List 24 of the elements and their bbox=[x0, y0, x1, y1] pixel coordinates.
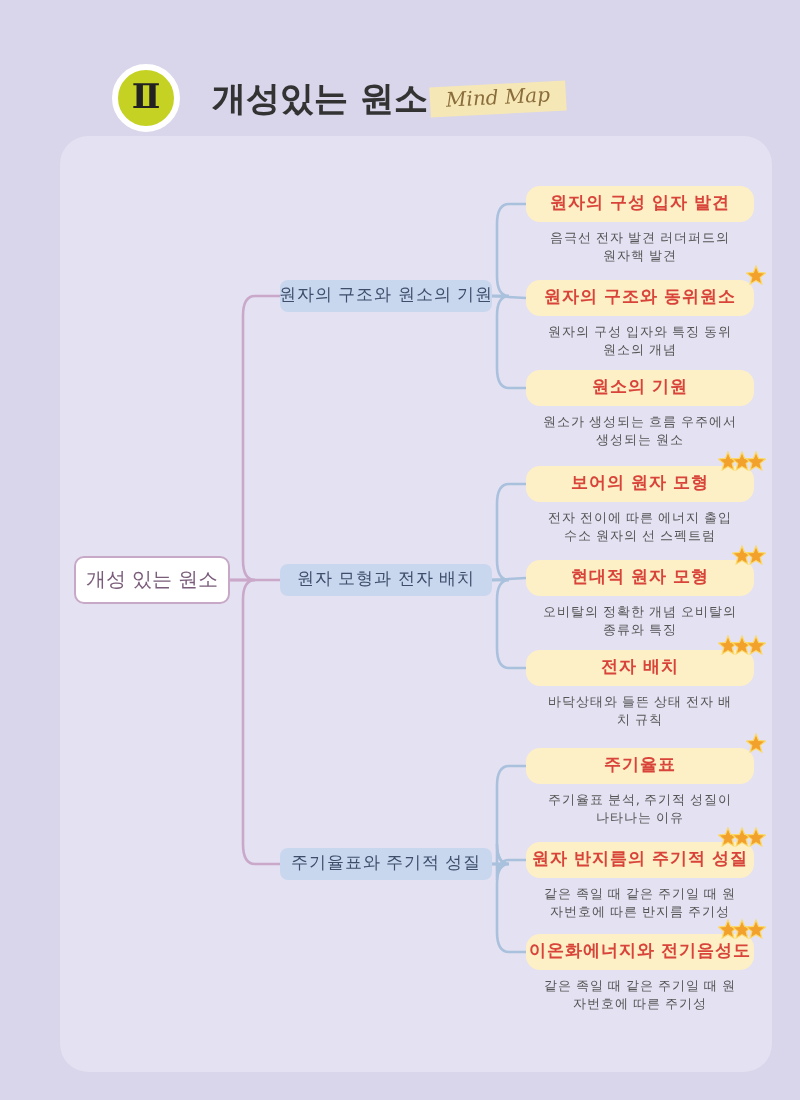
connector-line bbox=[492, 578, 526, 670]
topic-box: 원자 반지름의 주기적 성질 bbox=[526, 842, 754, 878]
chapter-badge: Ⅱ bbox=[112, 64, 180, 132]
topic-box: 주기율표 bbox=[526, 748, 754, 784]
topic-box: 전자 배치 bbox=[526, 650, 754, 686]
topic-box: 원소의 기원 bbox=[526, 370, 754, 406]
connector-line bbox=[492, 294, 526, 390]
connector-line bbox=[492, 202, 526, 298]
topic-box: 원자의 구성 입자 발견 bbox=[526, 186, 754, 222]
subtopic-box: 원자 모형과 전자 배치 bbox=[280, 564, 492, 596]
connector-line bbox=[491, 294, 527, 300]
title: 개성있는 원소 bbox=[212, 78, 428, 122]
topic-box: 현대적 원자 모형 bbox=[526, 560, 754, 596]
tag-label: Mind Map bbox=[429, 80, 567, 118]
topic-box: 원자의 구조와 동위원소 bbox=[526, 280, 754, 316]
subtopic-box: 주기율표와 주기적 성질 bbox=[280, 848, 492, 880]
topic-box: 보어의 원자 모형 bbox=[526, 466, 754, 502]
root-topic-box: 개성 있는 원소 bbox=[74, 556, 230, 604]
topic-box: 이온화에너지와 전기음성도 bbox=[526, 934, 754, 970]
connector-line bbox=[230, 578, 280, 866]
connector-line bbox=[491, 576, 527, 582]
connector-line bbox=[492, 482, 526, 582]
connector-line bbox=[492, 862, 526, 954]
subtopic-box: 원자의 구조와 원소의 기원 bbox=[280, 280, 492, 312]
